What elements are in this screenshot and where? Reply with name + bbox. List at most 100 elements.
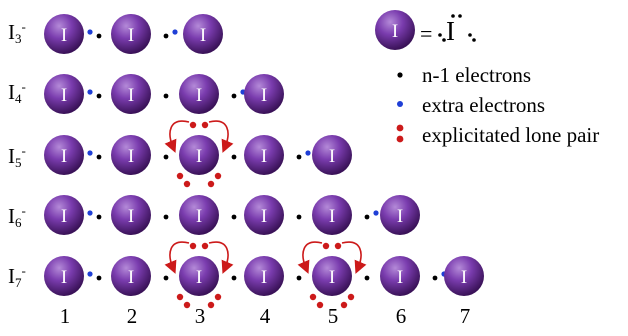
legend-lone-pair-marker-a — [396, 124, 404, 132]
atom-r3-c3-symbol: I — [196, 146, 202, 167]
atom-r4-c6 — [380, 195, 420, 235]
column-number-7: 7 — [459, 304, 471, 328]
atom-r5-c7-symbol: I — [461, 267, 467, 288]
atom-r4-c3 — [179, 195, 219, 235]
atom-r2-c4 — [244, 74, 284, 114]
legend-extra-electrons: extra electrons — [422, 93, 546, 117]
atom-r1-c1-symbol: I — [61, 25, 67, 46]
atom-r5-c6-symbol: I — [397, 267, 403, 288]
legend-n1-marker — [397, 72, 403, 78]
n1-electron-r1-b — [163, 33, 169, 39]
legend-dot-1 — [451, 14, 455, 18]
atom-r3-c5 — [312, 135, 352, 175]
atom-r3-c1-symbol: I — [61, 146, 67, 167]
atom-r3-c2 — [111, 135, 151, 175]
n1-electron-r5-e — [364, 275, 370, 281]
atom-r5-c3 — [179, 256, 219, 296]
n1-electron-r4-a — [96, 214, 102, 220]
column-number-6: 6 — [395, 304, 407, 328]
column-number-2: 2 — [126, 304, 138, 328]
label-I6: I6- — [8, 203, 26, 230]
extra-electron-r1-b — [172, 29, 178, 35]
label-I3: I3- — [8, 19, 26, 46]
atom-r5-c3-symbol: I — [196, 267, 202, 288]
lone-pair-r5-c3-bl-a — [176, 293, 184, 301]
legend-n1-electrons: n-1 electrons — [422, 63, 532, 87]
atom-r5-c4-symbol: I — [261, 267, 267, 288]
atom-r5-c5-symbol: I — [329, 267, 335, 288]
lone-pair-r5-c3-br-a — [214, 293, 222, 301]
atom-r4-c6-symbol: I — [397, 206, 403, 227]
atom-r3-c4 — [244, 135, 284, 175]
lone-pair-r3-c3-br-a — [214, 172, 222, 180]
legend-atom — [375, 10, 415, 50]
atom-r2-c3 — [179, 74, 219, 114]
lone-pair-r5-c3-top-b — [201, 242, 209, 250]
lone-pair-r3-c3-br-b — [207, 180, 215, 188]
atom-r5-c6 — [380, 256, 420, 296]
atom-r2-c4-symbol: I — [261, 85, 267, 106]
extra-electron-r4-a — [87, 210, 93, 216]
lone-pair-r5-c5-arrow-right — [341, 241, 367, 274]
atom-r5-c2 — [111, 256, 151, 296]
lone-pair-r5-c3-arrow-right — [208, 241, 234, 274]
atom-r4-c1 — [44, 195, 84, 235]
column-number-3: 3 — [194, 304, 206, 328]
lone-pair-r3-c3-arrow-right — [208, 120, 234, 153]
legend-extra-marker — [397, 101, 403, 107]
n1-electron-r3-d — [296, 154, 302, 160]
atom-r2-c2-symbol: I — [128, 85, 134, 106]
legend-equals: = — [420, 21, 433, 46]
n1-electron-r2-c — [231, 93, 237, 99]
atom-r3-c1 — [44, 135, 84, 175]
atom-r4-c2-symbol: I — [128, 206, 134, 227]
atom-r1-c1 — [44, 14, 84, 54]
lone-pair-r5-c3-arrow-left — [164, 241, 190, 274]
extra-electron-r2-a — [87, 89, 93, 95]
n1-electron-r3-a — [96, 154, 102, 160]
lone-pair-r5-c3-br-b — [207, 301, 215, 309]
lone-pair-r5-c5-top-b — [334, 242, 342, 250]
extra-electron-r3-a — [87, 150, 93, 156]
n1-electron-r3-c — [231, 154, 237, 160]
atom-r5-c1 — [44, 256, 84, 296]
lone-pair-r5-c3-top-a — [189, 242, 197, 250]
atom-r4-c1-symbol: I — [61, 206, 67, 227]
atom-r4-c5-symbol: I — [329, 206, 335, 227]
n1-electron-r5-f — [432, 275, 438, 281]
n1-electron-r4-b — [163, 214, 169, 220]
atom-r3-c2-symbol: I — [128, 146, 134, 167]
atom-r1-c3 — [183, 14, 223, 54]
atom-r3-c4-symbol: I — [261, 146, 267, 167]
atom-r2-c2 — [111, 74, 151, 114]
lone-pair-r3-c3-arrow-left — [164, 120, 190, 153]
atom-r1-c2-symbol: I — [128, 25, 134, 46]
atom-r1-c2 — [111, 14, 151, 54]
atom-r3-c3 — [179, 135, 219, 175]
atom-r2-c1 — [44, 74, 84, 114]
n1-electron-r2-a — [96, 93, 102, 99]
column-number-5: 5 — [327, 304, 339, 328]
lone-pair-r5-c5-bl-b — [316, 301, 324, 309]
lone-pair-r5-c5-br-b — [340, 301, 348, 309]
label-I4: I4- — [8, 79, 26, 106]
legend-lone-pair: explicitated lone pair — [422, 123, 600, 147]
extra-electron-r3-b — [305, 150, 311, 156]
legend-dot-2 — [458, 14, 462, 18]
n1-electron-r5-c — [231, 275, 237, 281]
legend-lone-pair-marker-b — [396, 135, 404, 143]
n1-electron-r4-c — [231, 214, 237, 220]
legend-dot-3 — [442, 38, 446, 42]
legend-dot-5 — [468, 33, 472, 37]
legend-dot-6 — [472, 38, 476, 42]
legend-atom-symbol: I — [446, 16, 455, 46]
n1-electron-r5-b — [163, 275, 169, 281]
lone-pair-r5-c5-arrow-left — [297, 241, 323, 274]
atom-r5-c7 — [444, 256, 484, 296]
legend-dot-4 — [438, 33, 442, 37]
lone-pair-r5-c5-bl-a — [309, 293, 317, 301]
n1-electron-r3-b — [163, 154, 169, 160]
